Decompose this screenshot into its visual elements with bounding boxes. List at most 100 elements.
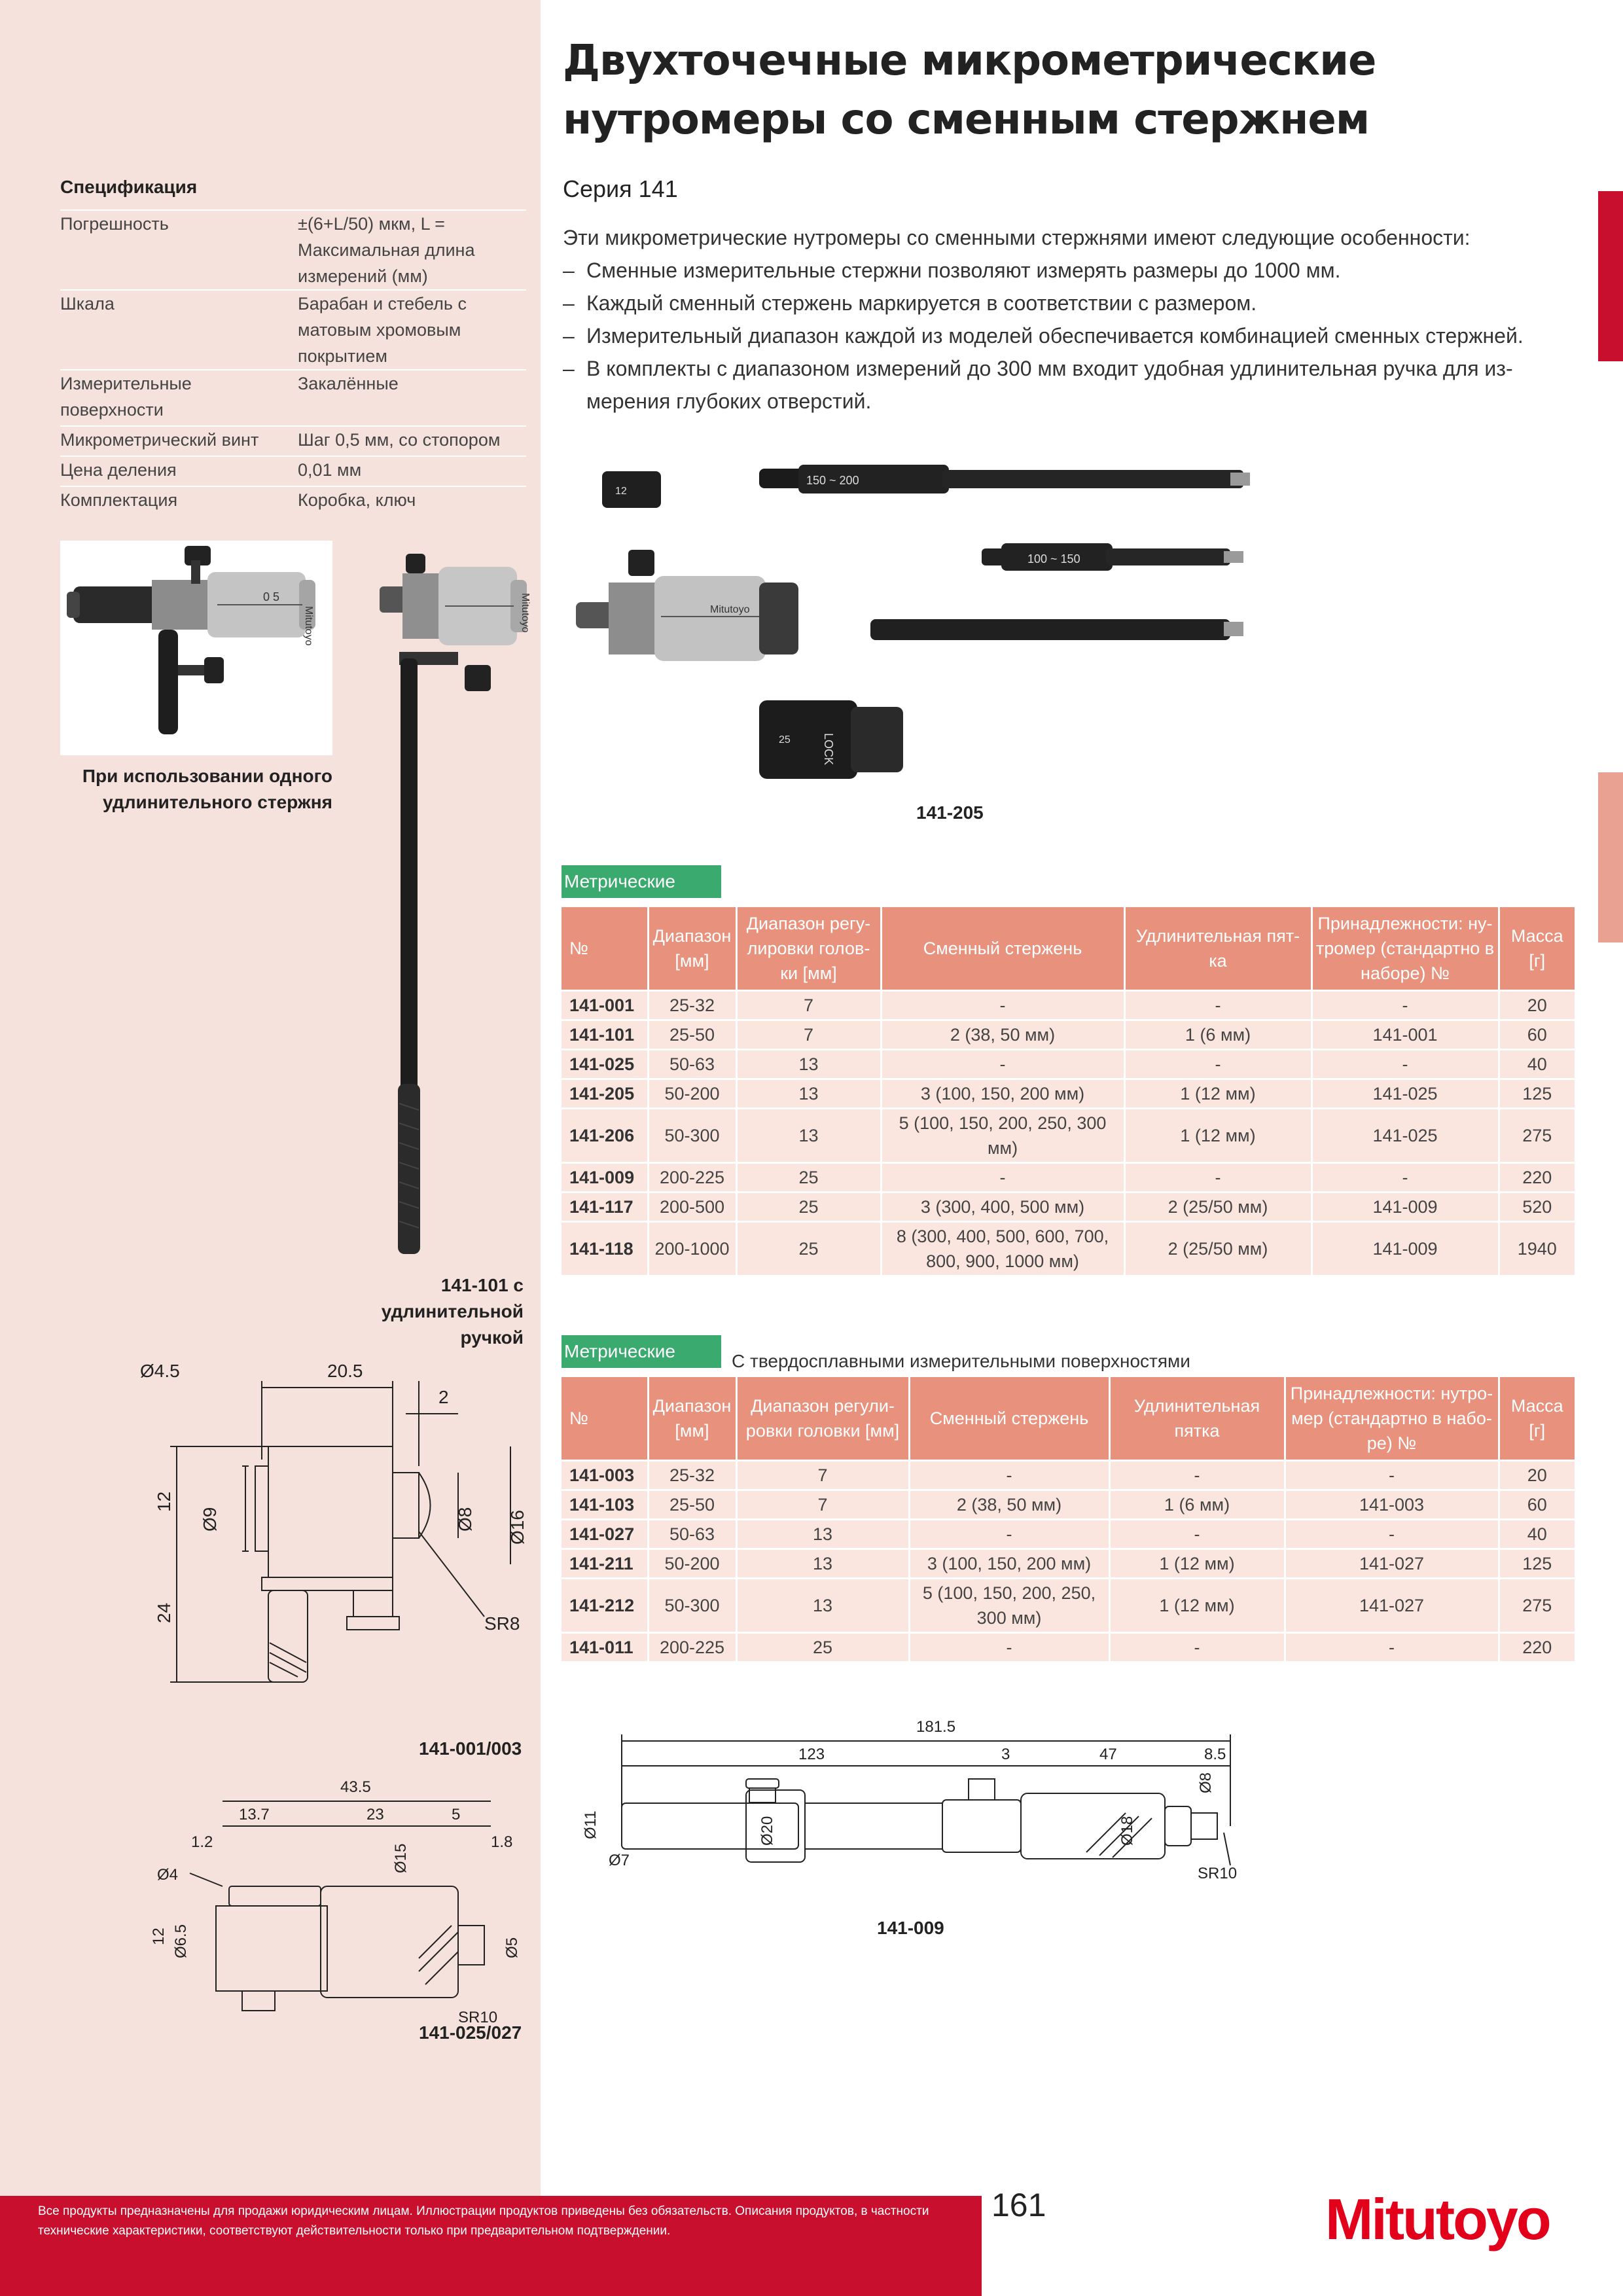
table-cell: 13 [735,1577,909,1633]
table-cell: 25-32 [647,990,736,1020]
table-cell: - [1123,990,1311,1020]
svg-text:Ø18: Ø18 [1118,1816,1136,1846]
table-cell: 25-50 [647,1489,736,1520]
table-cell: 13 [735,1548,909,1579]
svg-text:Ø4.5: Ø4.5 [140,1361,180,1381]
table-cell: 1 (6 мм) [1123,1019,1311,1050]
table-cell: 1 (12 мм) [1108,1577,1285,1633]
svg-text:SR8: SR8 [484,1613,520,1634]
table-cell: 60 [1497,1489,1575,1520]
micrometer-with-handle-photo: Mitutoyo [380,554,531,1254]
svg-text:Mitutoyo: Mitutoyo [520,593,531,633]
table-cell: 40 [1497,1049,1575,1079]
table-cell: 141-205 [562,1078,648,1109]
table-cell: 20 [1497,1460,1575,1490]
svg-text:25: 25 [779,734,791,745]
intro-bullet: –В комплекты с диапазоном измерений до 3… [563,357,1513,380]
svg-text:LOCK: LOCK [822,733,835,765]
drawing-141-009: 181.5 123 3 47 8.5 Ø11 Ø7 Ø20 Ø18 Ø8 SR1… [582,1718,1237,1882]
table-cell: 2 (25/50 мм) [1123,1221,1311,1275]
table-cell: 220 [1497,1162,1575,1193]
table-cell: - [1283,1632,1499,1661]
table-cell: - [1310,1049,1499,1079]
table-cell: 141-003 [1283,1489,1499,1520]
table-cell: 25-32 [647,1460,736,1490]
chapter-tab-red[interactable] [1598,191,1623,361]
table-cell: 13 [735,1107,881,1163]
table-cell: 25 [735,1221,881,1275]
table-cell: 125 [1497,1548,1575,1579]
table-cell: - [908,1518,1109,1549]
table-cell: - [1123,1162,1311,1193]
drawing-141-001-003: Ø4.5 20.5 2 12 24 Ø9 Ø8 Ø16 SR8 [140,1361,527,1683]
table-cell: 125 [1497,1078,1575,1109]
table-cell: - [908,1632,1109,1661]
table-cell: 7 [735,990,881,1020]
svg-text:5: 5 [452,1806,460,1823]
table-cell: 1 (12 мм) [1123,1107,1311,1163]
svg-text:Ø7: Ø7 [609,1852,630,1869]
table-cell: 25 [735,1162,881,1193]
table-cell: 3 (100, 150, 200 мм) [908,1548,1109,1579]
table-cell: 141-101 [562,1019,648,1050]
svg-text:12: 12 [154,1492,174,1512]
chapter-tab-pink[interactable] [1598,772,1623,942]
svg-text:150 ~ 200: 150 ~ 200 [806,474,859,487]
table-cell: 141-009 [1310,1191,1499,1222]
mitutoyo-logo: Mitutoyo [1325,2187,1552,2251]
svg-text:181.5: 181.5 [916,1718,955,1736]
table-cell: - [880,1162,1124,1193]
table-cell: 50-300 [647,1107,736,1163]
svg-text:Ø5: Ø5 [503,1937,521,1958]
table-cell: 1 (6 мм) [1108,1489,1285,1520]
table-cell: - [880,1049,1124,1079]
table-cell: 7 [735,1460,909,1490]
table-cell: 141-027 [1283,1548,1499,1579]
table-cell: - [1108,1460,1285,1490]
caption-drawing-025: 141-025/027 [419,2022,522,2043]
micrometer-single-rod-photo: 0 5 Mitutoyo [60,541,332,755]
table-cell: 141-011 [562,1632,648,1661]
intro-lead: Эти микрометрические нутромеры со сменны… [563,226,1471,249]
table-cell: 275 [1497,1577,1575,1633]
svg-text:Mitutoyo: Mitutoyo [303,606,314,646]
table-cell: 50-63 [647,1518,736,1549]
table-cell: 275 [1497,1107,1575,1163]
svg-text:12: 12 [615,486,627,497]
table-cell: - [1283,1460,1499,1490]
table-cell: 1 (12 мм) [1123,1078,1311,1109]
intro-bullet-continuation: мерения глубоких отверстий. [586,389,872,413]
svg-text:100 ~ 150: 100 ~ 150 [1027,552,1080,565]
table-cell: 50-63 [647,1049,736,1079]
svg-text:43.5: 43.5 [340,1778,371,1796]
table-cell: 141-025 [1310,1078,1499,1109]
svg-text:1.8: 1.8 [491,1833,512,1851]
svg-text:12: 12 [150,1928,168,1945]
svg-text:Ø6.5: Ø6.5 [172,1924,190,1958]
table-cell: 7 [735,1489,909,1520]
table2-subtitle: С твердосплавными измерительными поверхн… [732,1351,1190,1371]
svg-text:Ø9: Ø9 [200,1507,220,1532]
table-cell: - [1123,1049,1311,1079]
svg-text:Ø8: Ø8 [1197,1772,1215,1793]
table-cell: 2 (25/50 мм) [1123,1191,1311,1222]
table-cell: 60 [1497,1019,1575,1050]
table-cell: 141-117 [562,1191,648,1222]
table-cell: 141-027 [562,1518,648,1549]
svg-text:24: 24 [154,1603,174,1623]
spec-row: Погрешность±(6+L/50) мкм, L = Максимальн… [60,209,526,289]
